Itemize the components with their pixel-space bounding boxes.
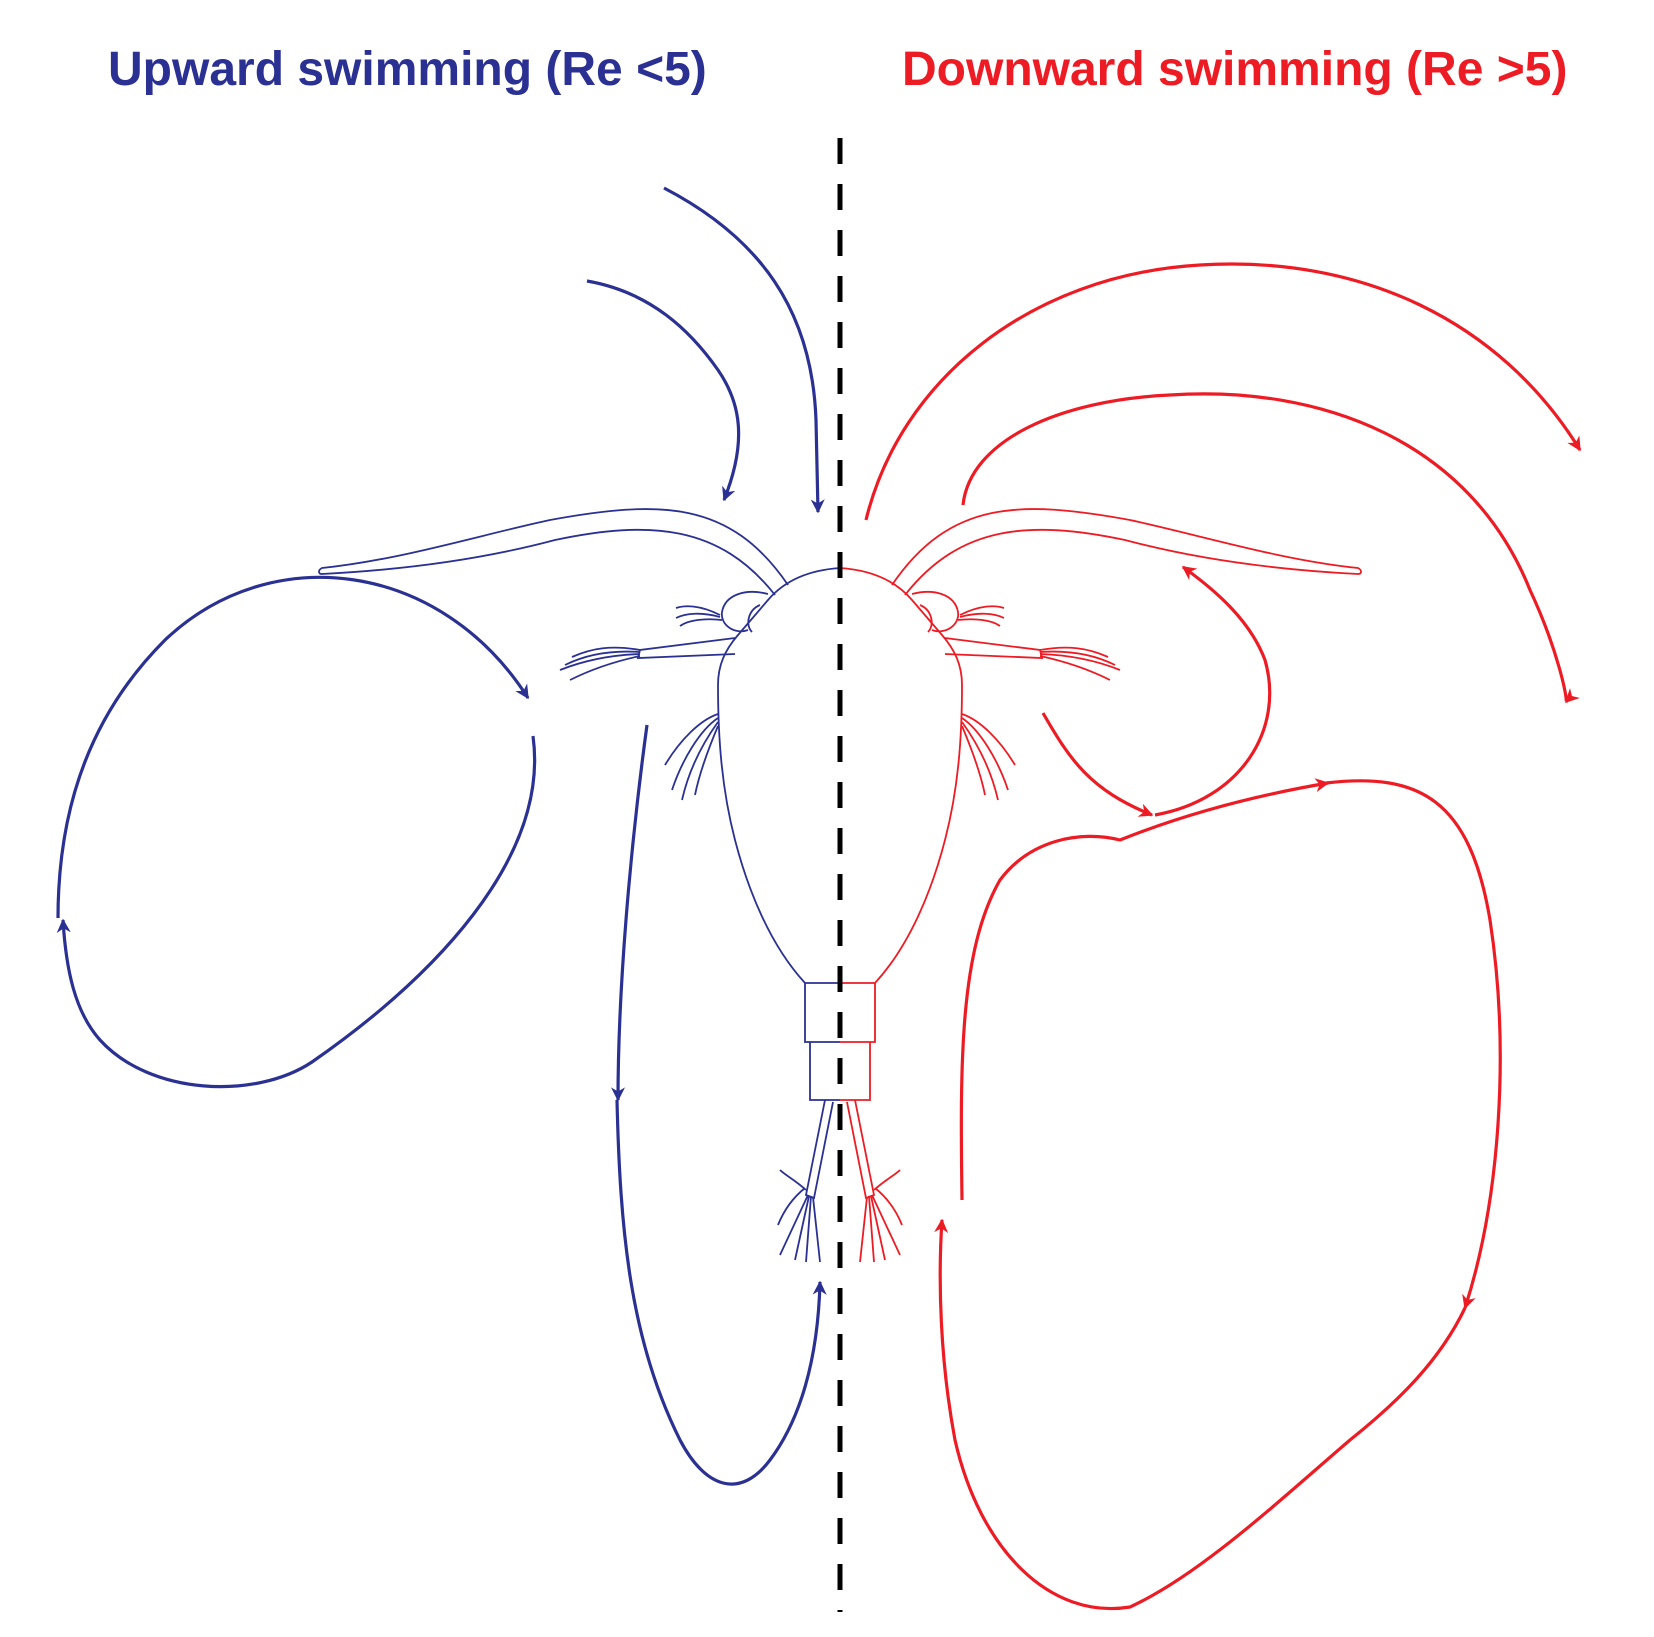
copepod-leg-setae-left	[664, 713, 719, 801]
upward-side-loop-top	[56, 575, 530, 919]
downward-outer-arc	[864, 262, 1582, 521]
copepod-segment2-right	[840, 1042, 871, 1101]
copepod-body-right	[839, 567, 963, 984]
copepod-antennule-setae-left	[559, 646, 641, 681]
downward-big-loop-top	[959, 778, 1330, 1201]
upward-bottom-loop	[615, 1099, 827, 1486]
upward-flow-lines	[56, 186, 827, 1486]
downward-second-arc	[961, 392, 1580, 704]
copepod-leg-setae-right	[961, 713, 1016, 801]
copepod-mouth-setae-upper-left	[675, 605, 723, 627]
downward-big-loop-right	[1325, 779, 1502, 1310]
downward-short-flow	[1041, 712, 1154, 817]
upward-descending-flow	[610, 724, 649, 1102]
upward-incoming-flow-outer	[586, 279, 741, 502]
copepod-downward-half	[839, 508, 1362, 1263]
downward-small-upward-arc	[1154, 565, 1272, 817]
copepod-furca-right	[846, 1099, 876, 1200]
copepod-antenna-left	[318, 508, 789, 596]
copepod-eye-left	[721, 590, 769, 633]
copepod-antennule-left	[636, 637, 736, 659]
copepod-furca-left	[804, 1099, 834, 1200]
copepod-antennule-right	[944, 637, 1044, 659]
downward-flow-lines	[864, 262, 1582, 1611]
copepod-segment2-left	[809, 1042, 840, 1101]
copepod-segment1-right	[840, 983, 876, 1043]
downward-swimming-title: Downward swimming (Re >5)	[902, 43, 1568, 96]
copepod-eye-right	[911, 590, 959, 633]
upward-incoming-flow-inner	[663, 186, 825, 514]
upward-side-loop-bottom	[56, 735, 537, 1089]
copepod-mouth-setae-upper-right	[957, 605, 1005, 627]
upward-swimming-title: Upward swimming (Re <5)	[108, 43, 707, 96]
copepod-upward-half	[318, 508, 841, 1263]
copepod-tail-setae-left	[777, 1169, 821, 1263]
downward-big-loop-bottom	[934, 1218, 1467, 1611]
copepod-segment1-left	[804, 983, 840, 1043]
copepod-antennule-setae-right	[1039, 646, 1121, 681]
copepod-tail-setae-right	[859, 1169, 903, 1263]
copepod-antenna-right	[891, 508, 1362, 596]
copepod-body-left	[717, 567, 841, 984]
